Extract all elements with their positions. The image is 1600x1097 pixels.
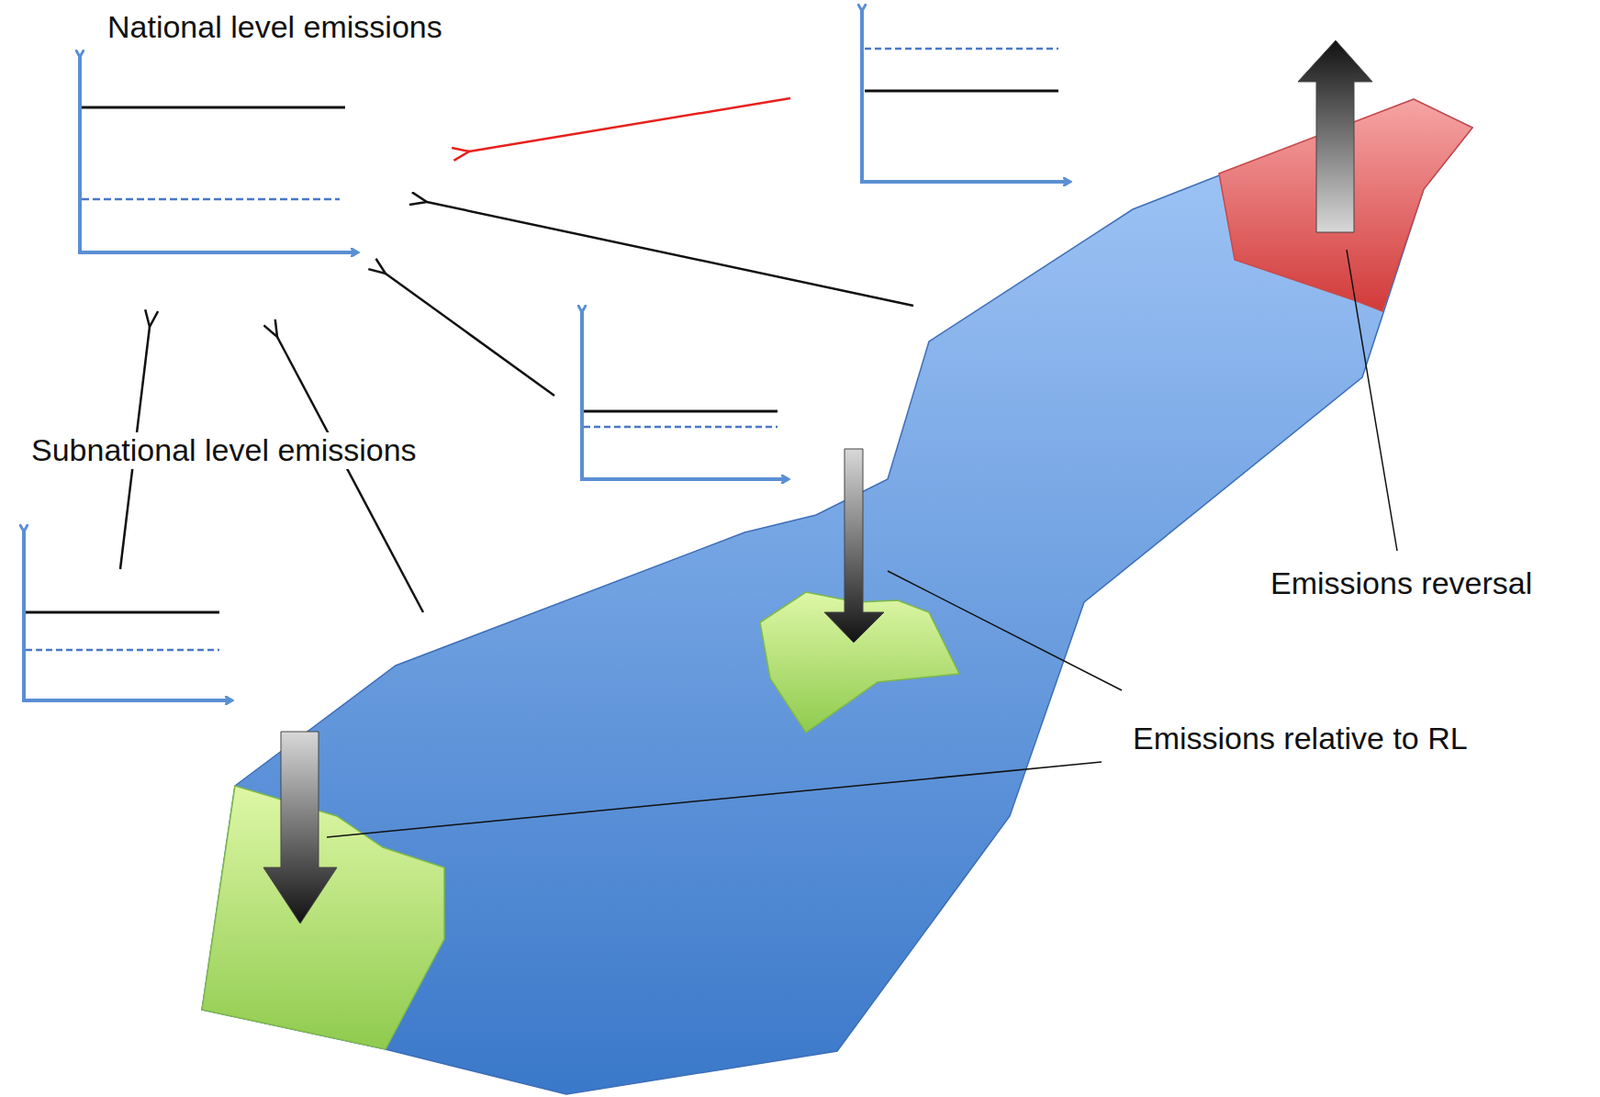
subnational-chart bbox=[861, 10, 1070, 182]
down-arrow bbox=[263, 731, 337, 924]
aggregation-arrow bbox=[385, 273, 555, 396]
subnational-chart bbox=[581, 311, 788, 480]
leader-line bbox=[1346, 249, 1398, 551]
subnational-chart bbox=[23, 530, 232, 701]
annotation-label: Emissions reversal bbox=[1270, 565, 1533, 602]
aggregation-arrow bbox=[469, 98, 791, 152]
chart-heading: National level emissions bbox=[107, 9, 443, 45]
aggregation-arrow bbox=[426, 201, 914, 306]
chart-node: National level emissions bbox=[73, 3, 478, 261]
project-area bbox=[201, 785, 445, 1050]
annotation-label: Subnational level emissions bbox=[28, 432, 420, 469]
leader-line bbox=[887, 570, 1122, 691]
annotation-label: Emissions relative to RL bbox=[1132, 720, 1468, 757]
aggregation-arrow bbox=[277, 336, 424, 613]
down-arrow bbox=[824, 448, 884, 643]
leader-line bbox=[326, 761, 1102, 838]
up-arrow bbox=[1297, 40, 1373, 233]
